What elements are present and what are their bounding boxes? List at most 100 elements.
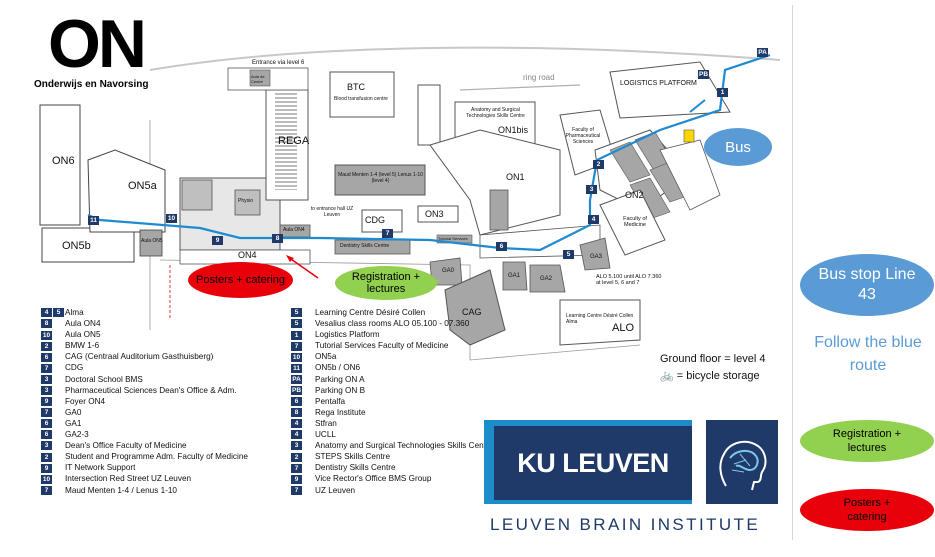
building-logistics [609,61,731,119]
route-number-badge: 11 [291,363,302,373]
bus-stop-icon [683,129,695,143]
route-number-badge: 9 [291,474,302,484]
route-number-badge: 2 [41,341,52,351]
route-number-badge: 7 [41,408,52,418]
legend-badges: 1 [291,330,303,340]
map-route-badge: 2 [593,160,604,169]
route-number-badge: 3 [41,385,52,395]
route-number-badge: 3 [291,441,302,451]
label-tutorial: Tutorial Services [438,236,468,241]
legend-label: IT Network Support [65,463,136,473]
legend-row: 2 Student and Programme Adm. Faculty of M… [38,452,288,463]
posters-arrow [287,256,319,279]
route-branch [689,99,706,113]
ring-road-line [149,46,781,71]
legend-badges: 4 [291,430,303,440]
kul-logo: KU LEUVEN [494,426,692,500]
legend-badges: PA [291,374,303,384]
legend-label: Dentistry Skills Centre [315,463,396,473]
posters-arrowhead [286,255,294,262]
route-number-badge: 6 [291,397,302,407]
label-on5a: ON5a [128,180,157,192]
legend-label: Aula ON5 [65,330,101,340]
legend-badges: 3 [41,385,53,395]
map-route-badge: 6 [496,242,507,251]
brain-icon [719,440,767,491]
route-number-badge: 3 [41,441,52,451]
legend-badges: 7 [291,341,303,351]
ground-floor-note: Ground floor = level 4 [660,353,766,365]
label-aula-on4: Aula ON4 [283,227,305,233]
route-number-badge: 9 [41,397,52,407]
legend-badges: 4 [291,419,303,429]
map-route-badge: 8 [272,234,283,243]
label-ga2: GA2 [540,276,553,282]
legend-label: Student and Programme Adm. Faculty of Me… [65,452,248,462]
route-number-badge: 7 [291,463,302,473]
posters-callout: Posters + catering [188,262,293,298]
map-route-badge: 4 [588,215,599,224]
campus-map [39,46,781,361]
legend-label: Vesalius class rooms ALO 05.100 - 07.360 [315,319,470,329]
label-lc-alma: Learning Centre Désiré Collen Alma [566,313,634,325]
legend-badges: PB [291,385,303,395]
legend-row: 3 Dean's Office Faculty of Medicine [38,441,288,452]
route-number-badge: 6 [41,430,52,440]
building-on2-east [659,139,721,211]
building-maud [334,164,426,196]
label-on1bis: ON1bis [498,125,529,135]
map-route-badge: 5 [563,250,574,259]
legend-badges: 2 [41,452,53,462]
building-thin [417,84,441,146]
legend-label: GA2-3 [65,430,89,440]
legend-row: 10 Aula ON5 [38,330,288,341]
map-route-badge: 9 [212,236,223,245]
legend-badges: 10 [291,352,303,362]
label-ring-road: ring road [523,73,555,82]
legend-label: Parking ON B [315,385,366,395]
legend-badges: 6 [41,419,53,429]
legend-label: Alma [65,308,84,317]
legend-label: Stfran [315,418,337,428]
legend-row: 9 Vice Rector's Office BMS Group [288,474,488,485]
side-divider [792,5,793,540]
building-aula-on5 [139,229,163,257]
label-on4: ON4 [238,250,257,260]
ring-road-arrow [459,84,581,91]
building-ga3 [579,237,611,271]
label-cag: CAG [462,307,482,317]
building-on3 [417,205,459,223]
map-route-badge: 11 [88,216,99,225]
legend-label: CDG [65,363,84,373]
legend-label: Vice Rector's Office BMS Group [315,474,432,484]
label-dentistry: Dentistry Skills Centre [340,243,390,249]
legend-badges: 10 [41,330,53,340]
route-number-badge: 5 [291,308,302,318]
legend-label: Dean's Office Faculty of Medicine [65,441,187,451]
legend-label: ON5b / ON6 [315,363,361,373]
label-btc: BTC [347,82,365,92]
label-alo: ALO [612,322,635,334]
legend-label: Intersection Red Street UZ Leuven [65,474,192,484]
label-btc-sub: Blood transfusion centre [334,96,388,102]
legend-row: 11 ON5b / ON6 [288,363,488,374]
legend-badges: 7 [291,485,303,495]
label-physio: Physio [238,198,254,204]
label-on2: ON2 [625,190,644,200]
blue-route [87,53,771,252]
legend-badges: 3 [291,441,303,451]
legend-badges: 9 [291,474,303,484]
legend-badges: 9 [41,463,53,473]
